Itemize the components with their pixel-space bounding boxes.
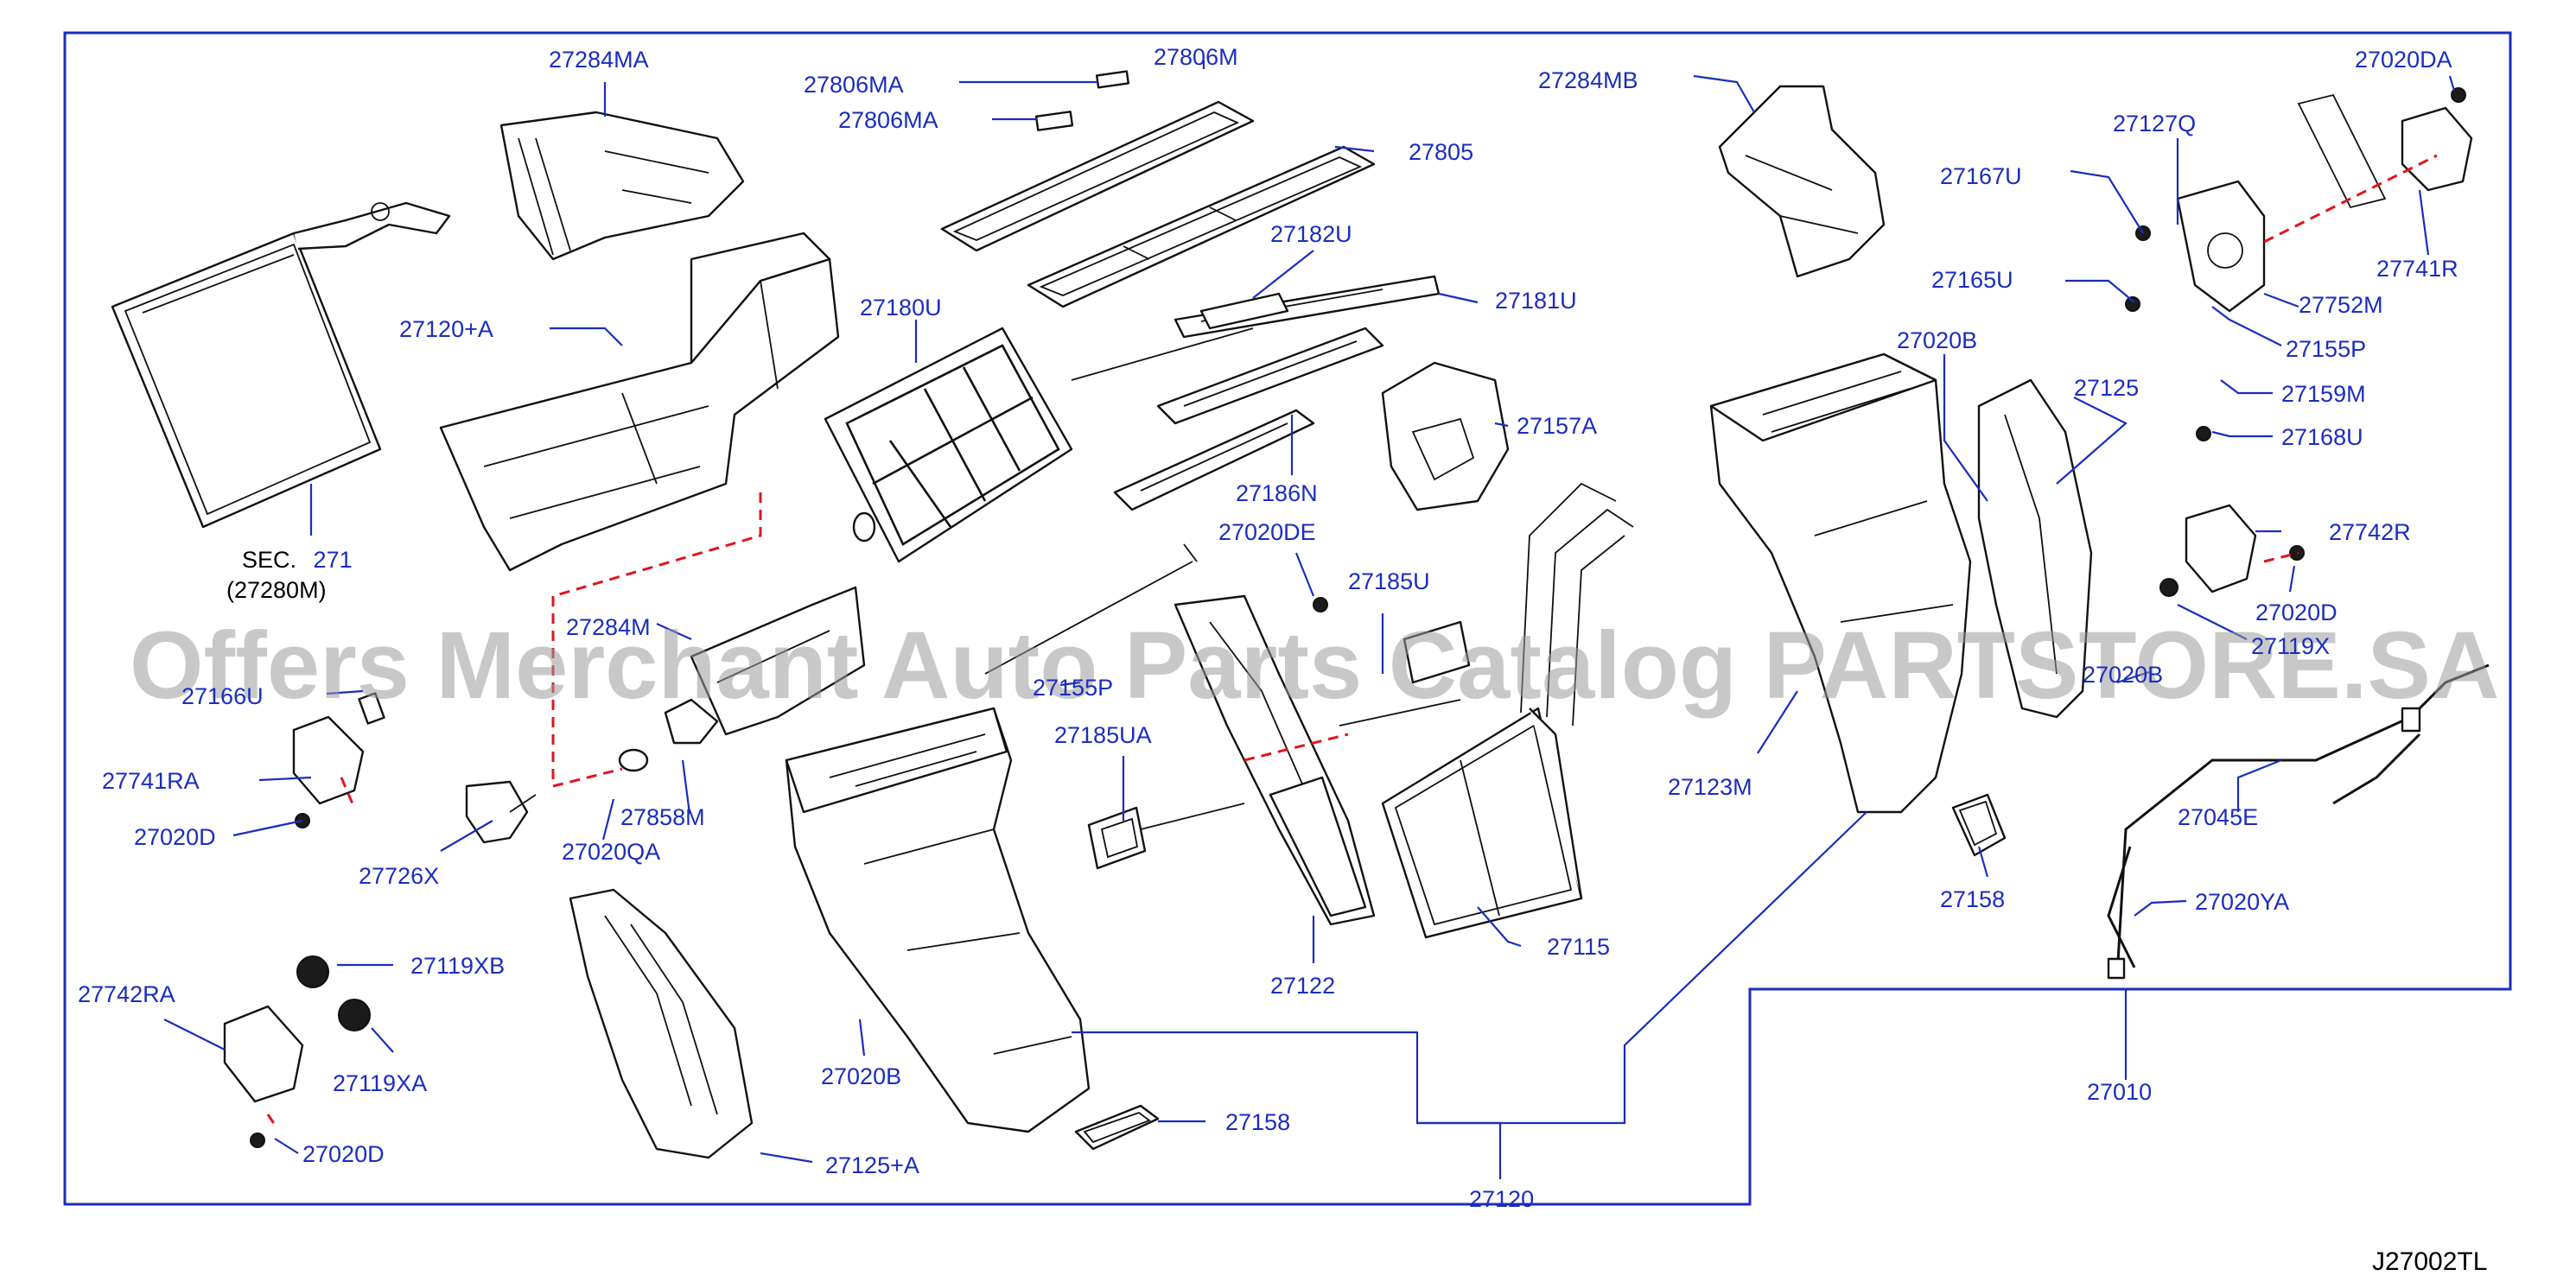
gaskets bbox=[1074, 793, 2007, 1151]
part-label[interactable]: 27167U bbox=[1940, 163, 2022, 189]
sec-subtitle: (27280M) bbox=[226, 577, 327, 603]
part-label[interactable]: 27123M bbox=[1668, 774, 1752, 800]
part-label[interactable]: 27020DA bbox=[2355, 47, 2452, 73]
part-label[interactable]: 27742R bbox=[2329, 519, 2411, 545]
part-label[interactable]: 27284MB bbox=[1538, 67, 1638, 93]
part-label[interactable]: 27180U bbox=[860, 295, 942, 320]
motor-27858M bbox=[618, 698, 719, 772]
evaporator-core bbox=[111, 201, 451, 529]
watermark: Offers Merchant Auto Parts Catalog PARTS… bbox=[130, 612, 2499, 719]
part-label[interactable]: 27168U bbox=[2281, 424, 2363, 450]
part-label[interactable]: 27020B bbox=[1897, 327, 1977, 353]
actuator-left-upper bbox=[292, 692, 385, 805]
sec-label: SEC. 271 bbox=[242, 547, 353, 573]
part-label[interactable]: 27020B bbox=[821, 1063, 901, 1089]
part-label[interactable]: 27726X bbox=[359, 863, 439, 889]
part-label[interactable]: 27119XA bbox=[333, 1070, 427, 1096]
part-label[interactable]: 27122 bbox=[1270, 973, 1335, 999]
right-duct bbox=[1977, 378, 2093, 719]
part-label[interactable]: 27119X bbox=[2251, 633, 2330, 659]
part-label[interactable]: 27858M bbox=[620, 804, 705, 830]
sensor-27726X bbox=[465, 780, 537, 844]
gears bbox=[296, 955, 371, 1031]
air-mix-doors bbox=[1071, 275, 1441, 511]
left-duct bbox=[569, 888, 754, 1159]
part-label[interactable]: 27806M bbox=[1154, 44, 1238, 70]
part-label[interactable]: 27127Q bbox=[2113, 111, 2196, 136]
intake-duct-upper bbox=[499, 111, 745, 261]
heater-core bbox=[1381, 482, 1634, 939]
part-label[interactable]: 27020DE bbox=[1218, 519, 1316, 545]
sec-number[interactable]: 271 bbox=[314, 547, 353, 573]
part-label[interactable]: 27125 bbox=[2074, 375, 2139, 401]
part-label[interactable]: 27155P bbox=[2286, 336, 2366, 362]
blower-housing bbox=[439, 232, 840, 572]
filter-frames bbox=[940, 70, 1376, 308]
wiring-harness bbox=[2107, 663, 2490, 980]
part-label[interactable]: 27020D bbox=[2255, 600, 2337, 625]
part-label[interactable]: 27125+A bbox=[825, 1152, 919, 1178]
actuator-right-upper bbox=[2297, 93, 2473, 209]
control-rods bbox=[984, 543, 1461, 830]
part-label[interactable]: 27284M bbox=[566, 614, 651, 640]
leader-lines bbox=[163, 60, 2456, 1179]
actuator-left-lower bbox=[223, 1005, 304, 1103]
part-label[interactable]: 27741R bbox=[2376, 256, 2458, 282]
part-label[interactable]: 27010 bbox=[2087, 1079, 2152, 1105]
part-label[interactable]: 27806MA bbox=[838, 107, 938, 133]
red-guide-lines bbox=[266, 154, 2438, 1128]
part-label[interactable]: 27120 bbox=[1469, 1186, 1534, 1212]
part-label[interactable]: 27020D bbox=[134, 824, 216, 850]
part-label[interactable]: 27020QA bbox=[562, 839, 660, 865]
sec-reference: SEC. 271 (27280M) bbox=[226, 547, 353, 603]
part-label[interactable]: 27159M bbox=[2281, 381, 2366, 407]
small-screws bbox=[250, 87, 2466, 1148]
sec-prefix: SEC. bbox=[242, 547, 296, 573]
part-label[interactable]: 27805 bbox=[1409, 139, 1473, 165]
upper-right-bracket bbox=[1718, 85, 1886, 278]
part-labels: 27284MA 27806MA 27806M 27806MA 27805 272… bbox=[78, 44, 2458, 1212]
part-label[interactable]: 27741RA bbox=[102, 768, 200, 794]
part-label[interactable]: 27020YA bbox=[2195, 889, 2289, 915]
part-label[interactable]: 27742RA bbox=[78, 981, 175, 1007]
part-label[interactable]: 27182U bbox=[1270, 221, 1352, 247]
part-label[interactable]: 27157A bbox=[1517, 413, 1597, 439]
part-label[interactable]: 27181U bbox=[1495, 288, 1577, 314]
part-label[interactable]: 27119XB bbox=[410, 953, 505, 979]
part-label[interactable]: 27166U bbox=[181, 683, 264, 709]
part-label[interactable]: 27185U bbox=[1348, 568, 1430, 594]
part-label[interactable]: 27120+A bbox=[399, 316, 493, 342]
diagram-frame bbox=[63, 31, 2512, 1206]
part-label[interactable]: 27185UA bbox=[1054, 722, 1152, 748]
part-label[interactable]: 27020B bbox=[2083, 662, 2163, 688]
main-unit-housing bbox=[785, 707, 1091, 1133]
part-label[interactable]: 27045E bbox=[2178, 804, 2258, 830]
fan-grille bbox=[824, 327, 1073, 563]
link-lever bbox=[2176, 180, 2266, 313]
part-label[interactable]: 27020D bbox=[302, 1141, 385, 1167]
part-label[interactable]: 27155P bbox=[1033, 675, 1113, 701]
part-label[interactable]: 27806MA bbox=[804, 72, 904, 98]
actuator-right-mid bbox=[2159, 504, 2257, 597]
right-unit-housing bbox=[1709, 352, 1972, 814]
gasket-plate bbox=[1381, 361, 1510, 511]
diagram-code: J27002TL bbox=[2372, 1247, 2487, 1276]
part-label[interactable]: 27158 bbox=[1225, 1109, 1290, 1135]
part-label[interactable]: 27186N bbox=[1236, 480, 1318, 506]
small-filters bbox=[1087, 620, 1471, 870]
part-label[interactable]: 27284MA bbox=[549, 47, 649, 73]
part-label[interactable]: 27165U bbox=[1931, 267, 2013, 293]
part-label[interactable]: 27115 bbox=[1547, 934, 1610, 960]
part-label[interactable]: 27752M bbox=[2299, 292, 2383, 318]
middle-duct bbox=[690, 586, 866, 736]
side-duct bbox=[1174, 594, 1376, 926]
part-label[interactable]: 27158 bbox=[1940, 886, 2005, 912]
